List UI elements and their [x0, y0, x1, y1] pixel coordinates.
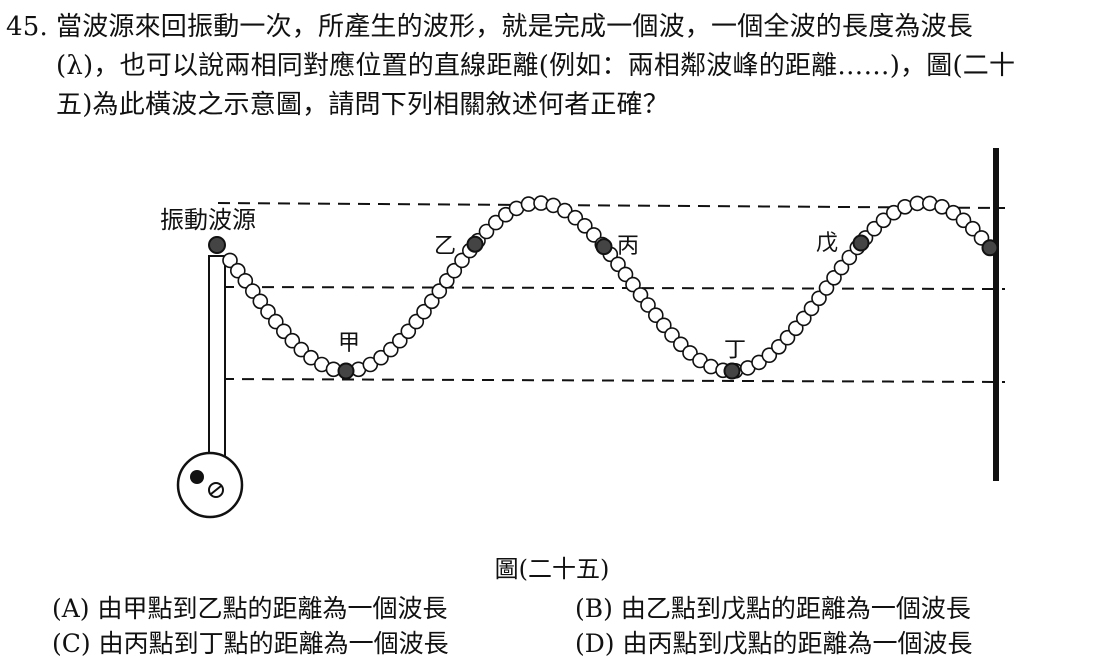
point-label-jia: 甲 [338, 331, 360, 356]
wave-bead [826, 269, 842, 286]
marked-bead [466, 235, 484, 253]
wheel-black-dot [190, 470, 204, 484]
wave-beads [222, 195, 999, 380]
crest-reference-line [217, 202, 1006, 209]
question-text: 45. 當波源來回振動一次，所產生的波形，就是完成一個波，一個全波的長度為波長 (… [6, 8, 1100, 125]
question-line-1: 45. 當波源來回振動一次，所產生的波形，就是完成一個波，一個全波的長度為波長 [6, 8, 1100, 47]
wave-bead [252, 293, 269, 310]
wave-bead [875, 212, 892, 229]
option-c[interactable]: (C) 由丙點到丁點的距離為一個波長 [52, 629, 449, 658]
wave-bead [487, 214, 504, 231]
wave-bead [585, 227, 602, 243]
wave-bead [556, 202, 573, 219]
wheel-pivot-slot [210, 485, 222, 495]
question-line-2: (λ)，也可以說兩相同對應位置的直線距離(例如：兩相鄰波峰的距離……)，圖(二十 [56, 51, 1016, 81]
source-top-bead [208, 236, 226, 254]
question-line-3: 五)為此橫波之示意圖，請問下列相關敘述何者正確？ [56, 90, 669, 120]
wave-bead [222, 252, 238, 269]
option-b[interactable]: (B) 由乙點到戊點的距離為一個波長 [575, 594, 971, 623]
point-label-yi: 乙 [434, 234, 456, 259]
wave-bead [617, 266, 634, 283]
marked-bead [337, 362, 355, 380]
wave-bead [446, 262, 463, 279]
wave-bead [576, 218, 593, 234]
wave-bead [478, 223, 495, 240]
point-label-bing: 丙 [617, 234, 639, 259]
wave-bead [625, 276, 641, 293]
wave-bead [945, 204, 962, 221]
wave-bead [416, 303, 432, 320]
option-d[interactable]: (D) 由丙點到戊點的距離為一個波長 [575, 629, 973, 658]
marked-bead [852, 234, 870, 252]
wave-bead [640, 297, 656, 313]
option-a[interactable]: (A) 由甲點到乙點的距離為一個波長 [52, 594, 448, 623]
point-label-ding: 丁 [724, 338, 746, 363]
wave-bead [811, 290, 827, 307]
source-label: 振動波源 [160, 206, 256, 234]
wave-bead [373, 349, 389, 366]
marked-bead [981, 239, 999, 257]
wave-bead [237, 272, 254, 289]
figure-caption: 圖(二十五) [494, 555, 610, 583]
question-number: 45. [6, 12, 48, 42]
wave-bead [833, 259, 850, 276]
question-line-1-text: 當波源來回振動一次，所產生的波形，就是完成一個波，一個全波的長度為波長 [56, 12, 974, 42]
marked-bead [595, 238, 613, 256]
wave-bead [818, 280, 835, 296]
wave-bead [423, 293, 440, 310]
wave-bead [647, 307, 664, 324]
source-rod [208, 255, 226, 459]
trough-reference-line [221, 378, 1006, 383]
transverse-wave-figure: 振動波源 甲 乙 丙 丁 戊 [160, 148, 1006, 519]
wave-bead [841, 249, 858, 266]
wave-bead [245, 283, 261, 299]
point-label-wu: 戊 [816, 231, 838, 256]
wave-bead [664, 327, 680, 343]
equilibrium-reference-line [221, 286, 1006, 290]
wave-bead [787, 320, 804, 337]
marked-bead [723, 362, 741, 380]
wave-bead [431, 283, 448, 299]
